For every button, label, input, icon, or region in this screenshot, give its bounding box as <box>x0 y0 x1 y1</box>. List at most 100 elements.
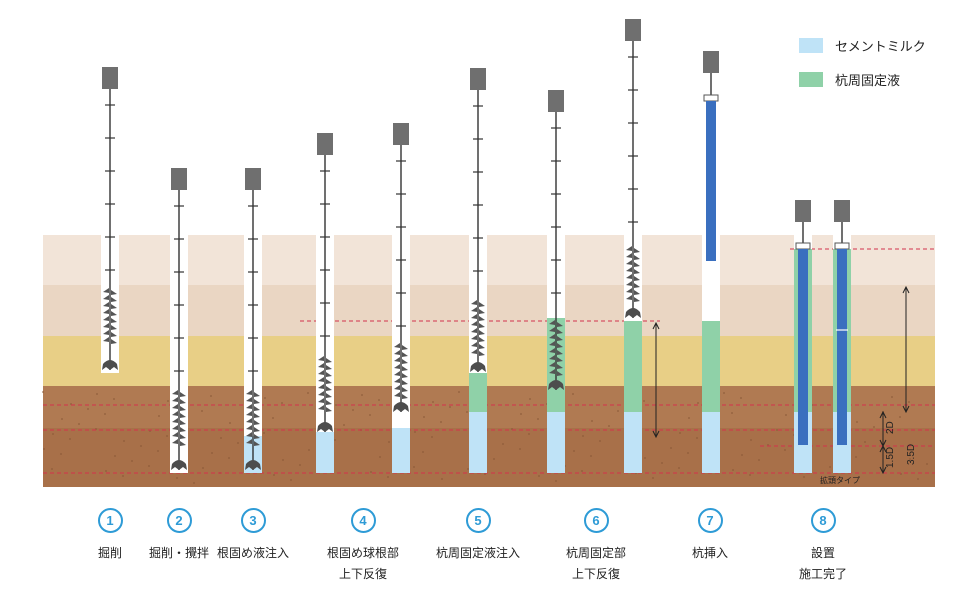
dimension-arrow-step6-head <box>652 430 660 439</box>
auger-blade <box>318 363 332 370</box>
drill-head <box>548 380 564 390</box>
step-3: 3 根固め液注入 <box>198 508 308 564</box>
step-label: 杭挿入 <box>691 546 728 560</box>
soil-speck <box>686 451 690 455</box>
soil-speck <box>60 417 64 421</box>
soil-speck <box>739 396 743 400</box>
soil-speck <box>607 424 611 428</box>
soil-speck <box>687 416 691 420</box>
soil-speck <box>157 414 161 418</box>
soil-layer-band <box>43 235 935 285</box>
soil-speck <box>59 452 63 456</box>
soil-speck <box>263 396 267 400</box>
pile <box>798 249 808 445</box>
soil-speck <box>360 393 364 397</box>
soil-speck <box>377 398 381 402</box>
soil-speck <box>819 480 823 484</box>
soil-speck <box>572 449 576 453</box>
drill-motor <box>470 68 486 90</box>
soil-speck <box>122 439 126 443</box>
soil-speck <box>210 451 214 455</box>
step-8: 8 設置 施工完了 <box>768 508 878 585</box>
soil-speck <box>457 390 461 394</box>
soil-layer-band <box>43 428 935 487</box>
drill-head <box>317 422 333 432</box>
dimension-arrow-3-5d-head <box>902 285 910 294</box>
auger-blade <box>394 392 408 399</box>
auger-blade <box>318 377 332 384</box>
dimension-arrow-step6-head <box>652 321 660 330</box>
dimension-annotations: 3.5D 2D 1.5D 拡頭タイプ <box>652 285 917 485</box>
soil-speck <box>219 436 223 440</box>
auger-blade <box>246 390 260 397</box>
legend: セメントミルク 杭周固定液 <box>799 36 926 104</box>
auger-blade <box>394 378 408 385</box>
cement-milk-swatch <box>799 37 823 53</box>
auger-blade <box>103 295 117 302</box>
soil-speck <box>351 408 355 412</box>
drill-motor <box>795 200 811 222</box>
soil-strata <box>41 235 935 487</box>
soil-speck <box>228 421 232 425</box>
fixing-liquid-fill <box>702 321 720 412</box>
fixing-liquid-fill <box>624 321 642 412</box>
soil-speck <box>440 477 444 481</box>
soil-speck <box>41 390 45 394</box>
soil-speck <box>589 454 593 458</box>
soil-speck <box>378 455 382 459</box>
step-number-badge: 5 <box>465 508 491 533</box>
soil-speck <box>448 405 452 409</box>
auger-blade <box>318 391 332 398</box>
soil-speck <box>651 476 655 480</box>
soil-speck <box>854 455 858 459</box>
soil-speck <box>677 466 681 470</box>
auger-blade <box>246 397 260 404</box>
auger-blade <box>103 316 117 323</box>
soil-speck <box>369 470 373 474</box>
soil-speck <box>678 431 682 435</box>
soil-speck <box>307 448 311 452</box>
soil-speck <box>209 394 213 398</box>
soil-speck <box>147 464 151 468</box>
auger-blade <box>172 425 186 432</box>
drill-head <box>625 308 641 318</box>
soil-speck <box>889 430 893 434</box>
soil-speck <box>907 400 911 404</box>
auger-blade <box>549 348 563 355</box>
legend-label: 杭周固定液 <box>835 72 901 88</box>
auger-blade <box>172 432 186 439</box>
soil-speck <box>590 419 594 423</box>
cement-milk-fill <box>702 412 720 473</box>
soil-speck <box>412 465 416 469</box>
soil-speck <box>387 440 391 444</box>
auger-blade <box>103 309 117 316</box>
soil-speck <box>113 454 117 458</box>
soil-speck <box>86 407 90 411</box>
drill-head <box>171 460 187 470</box>
auger-blade <box>471 342 485 349</box>
soil-speck <box>306 391 310 395</box>
step-5: 5 杭周固定液注入 <box>423 508 533 564</box>
soil-speck <box>103 412 107 416</box>
soil-speck <box>236 441 240 445</box>
soil-speck <box>863 440 867 444</box>
cement-milk-fill <box>316 432 334 473</box>
soil-speck <box>68 437 72 441</box>
soil-speck <box>642 399 646 403</box>
step-1: 1 掘削 <box>55 508 165 564</box>
auger-blade <box>471 328 485 335</box>
auger-blade <box>394 357 408 364</box>
soil-speck <box>775 428 779 432</box>
auger-blade <box>246 439 260 446</box>
drill-head <box>245 460 261 470</box>
cement-milk-fill <box>469 412 487 473</box>
auger-blade <box>103 337 117 344</box>
auger-blade <box>103 323 117 330</box>
auger-blade <box>626 246 640 253</box>
soil-speck <box>598 439 602 443</box>
cement-milk-fill <box>392 428 410 473</box>
auger-blade <box>394 343 408 350</box>
auger-blade <box>318 384 332 391</box>
soil-speck <box>616 409 620 413</box>
